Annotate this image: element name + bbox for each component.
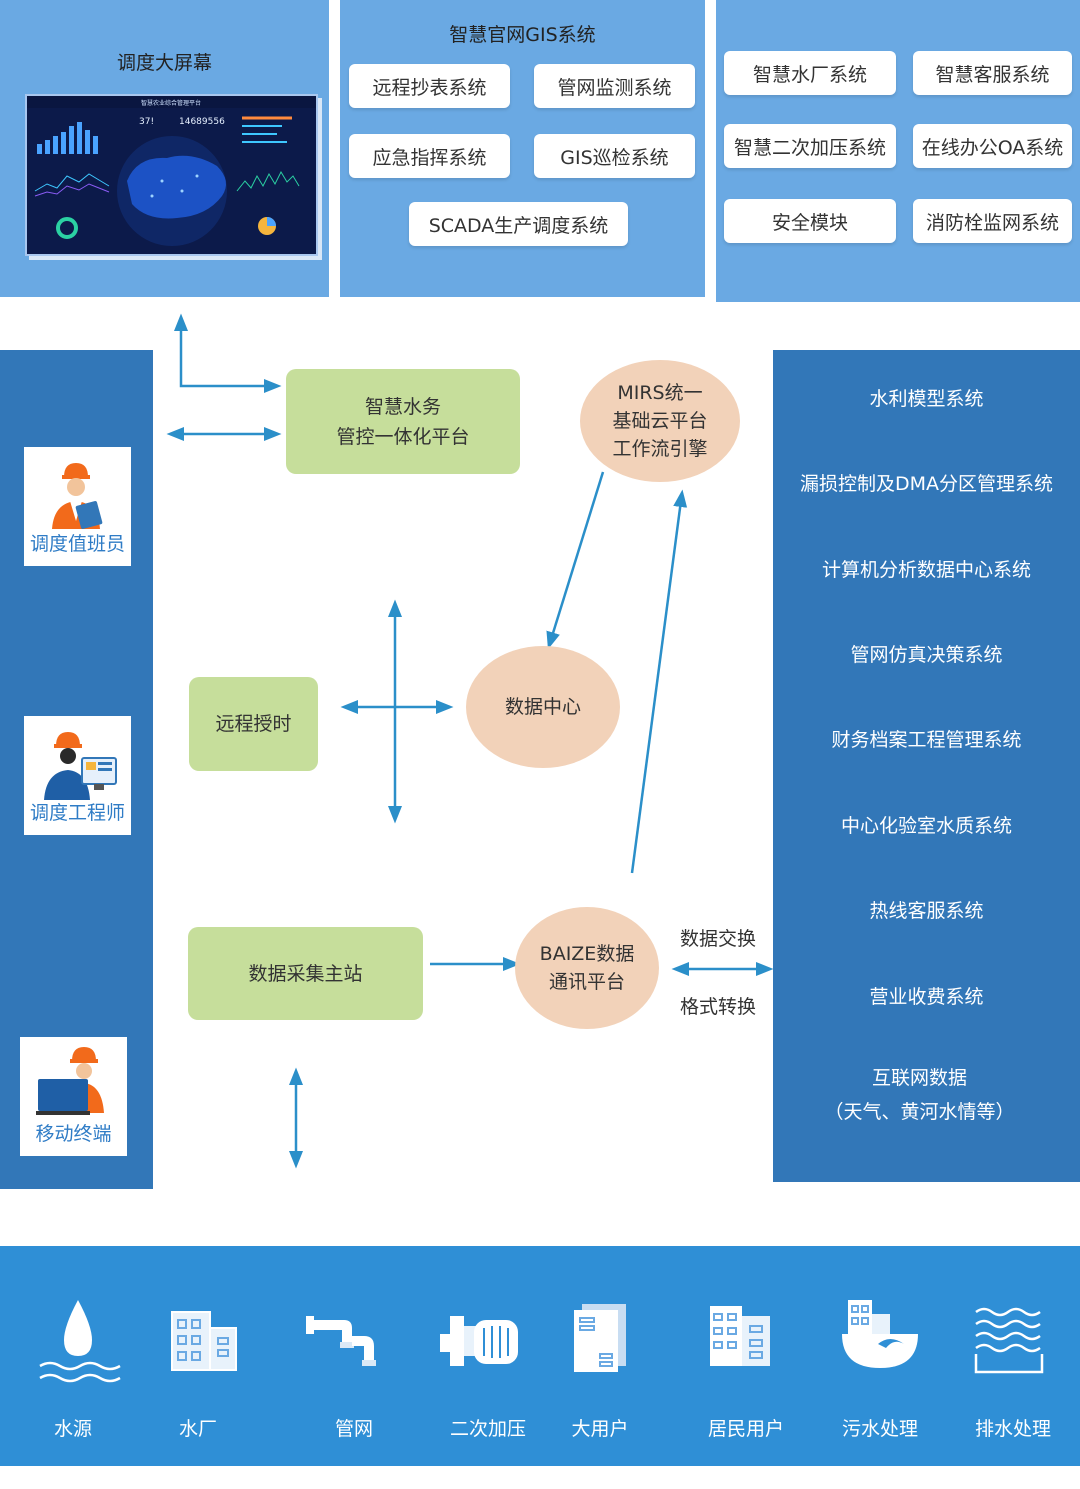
scada-dispatch-button[interactable]: SCADA生产调度系统 [409, 202, 628, 246]
business-systems-panel [773, 350, 1080, 1182]
internet-data-note: （天气、黄河水情等） [824, 1101, 1015, 1123]
residential-user-label: 居民用户 [707, 1418, 784, 1440]
platform-line-2: 管控一体化平台 [336, 425, 470, 448]
smart-service-button[interactable]: 智慧客服系统 [913, 51, 1072, 95]
pipe-network-icon [306, 1316, 376, 1366]
data-analysis-center-system[interactable]: 计算机分析数据中心系统 [821, 559, 1031, 581]
screen-title: 智慧农业综合管理平台 [141, 99, 201, 107]
mirs-line-2: 基础云平台 [612, 410, 708, 432]
duty-operator-label: 调度值班员 [29, 533, 125, 555]
gis-patrol-button[interactable]: GIS巡检系统 [534, 134, 695, 178]
booster-pump-label: 二次加压 [449, 1418, 526, 1440]
data-exchange-label: 数据交换 [680, 928, 757, 950]
data-acquisition-node[interactable]: 数据采集主站 [188, 927, 423, 1020]
pipe-network-label: 管网 [334, 1418, 373, 1440]
data-center-node[interactable]: 数据中心 [466, 646, 620, 768]
hydrant-monitoring-button[interactable]: 消防栓监网系统 [913, 199, 1072, 243]
internet-data-system[interactable]: 互联网数据 [871, 1067, 967, 1089]
format-conversion-label: 格式转换 [680, 996, 757, 1018]
baize-platform-node[interactable]: BAIZE数据 通讯平台 [515, 907, 659, 1029]
sewage-treatment-icon [842, 1300, 918, 1368]
drainage-treatment-label: 排水处理 [974, 1418, 1051, 1440]
smart-plant-button[interactable]: 智慧水厂系统 [724, 51, 896, 95]
billing-system[interactable]: 营业收费系统 [869, 986, 984, 1008]
role-card-dispatch-engineer: 调度工程师 [24, 716, 131, 835]
remote-timing-node[interactable]: 远程授时 [189, 677, 318, 771]
pipe-network-monitoring-button[interactable]: 管网监测系统 [534, 64, 695, 108]
large-user-icon [574, 1304, 626, 1372]
dashboard-screen-image: 智慧农业综合管理平台 37! 14689556 [25, 94, 318, 256]
screen-to-platform-arrow [174, 313, 282, 393]
secondary-pressure-button[interactable]: 智慧二次加压系统 [724, 124, 896, 168]
water-source-label: 水源 [53, 1418, 92, 1440]
duty-operator-icon [52, 463, 103, 529]
baize-line-1: BAIZE数据 [539, 943, 635, 965]
dispatch-engineer-icon [44, 732, 117, 800]
role-card-duty-operator: 调度值班员 [24, 447, 131, 566]
dispatch-engineer-label: 调度工程师 [29, 802, 125, 824]
water-source-icon [39, 1300, 121, 1383]
smart-water-platform-node[interactable]: 智慧水务 管控一体化平台 [286, 369, 520, 474]
platform-line-1: 智慧水务 [364, 395, 441, 418]
large-user-label: 大用户 [571, 1418, 629, 1440]
water-plant-icon [171, 1311, 237, 1371]
leakage-dma-system[interactable]: 漏损控制及DMA分区管理系统 [799, 473, 1054, 495]
lab-water-quality-system[interactable]: 中心化验室水质系统 [840, 815, 1012, 837]
sewage-treatment-label: 污水处理 [841, 1418, 918, 1440]
booster-pump-icon [440, 1316, 518, 1366]
screen-number-1: 37! [139, 117, 154, 127]
baize-to-mirs-arrow [630, 489, 688, 874]
baize-line-2: 通讯平台 [548, 971, 625, 993]
network-simulation-system[interactable]: 管网仿真决策系统 [850, 644, 1003, 666]
emergency-command-button[interactable]: 应急指挥系统 [349, 134, 510, 178]
gis-panel-title: 智慧官网GIS系统 [449, 24, 596, 46]
security-module-button[interactable]: 安全模块 [724, 199, 896, 243]
screen-panel-title: 调度大屏幕 [116, 52, 212, 74]
hotline-service-system[interactable]: 热线客服系统 [869, 900, 984, 922]
mirs-line-3: 工作流引擎 [612, 438, 708, 460]
water-plant-label: 水厂 [178, 1418, 217, 1440]
role-card-mobile-terminal: 移动终端 [20, 1037, 127, 1156]
mirs-to-datacenter-arrow [546, 471, 605, 650]
residential-user-icon [710, 1306, 770, 1366]
mirs-line-1: MIRS统一 [617, 382, 703, 404]
finance-archive-system[interactable]: 财务档案工程管理系统 [831, 729, 1022, 751]
mobile-terminal-icon [36, 1047, 104, 1115]
remote-meter-reading-button[interactable]: 远程抄表系统 [349, 64, 510, 108]
online-oa-button[interactable]: 在线办公OA系统 [913, 124, 1072, 168]
hydraulic-model-system[interactable]: 水利模型系统 [869, 388, 984, 410]
screen-number-2: 14689556 [179, 117, 225, 127]
drainage-treatment-icon [974, 1307, 1044, 1374]
mirs-cloud-node[interactable]: MIRS统一 基础云平台 工作流引擎 [580, 360, 740, 482]
mobile-terminal-label: 移动终端 [35, 1123, 112, 1145]
